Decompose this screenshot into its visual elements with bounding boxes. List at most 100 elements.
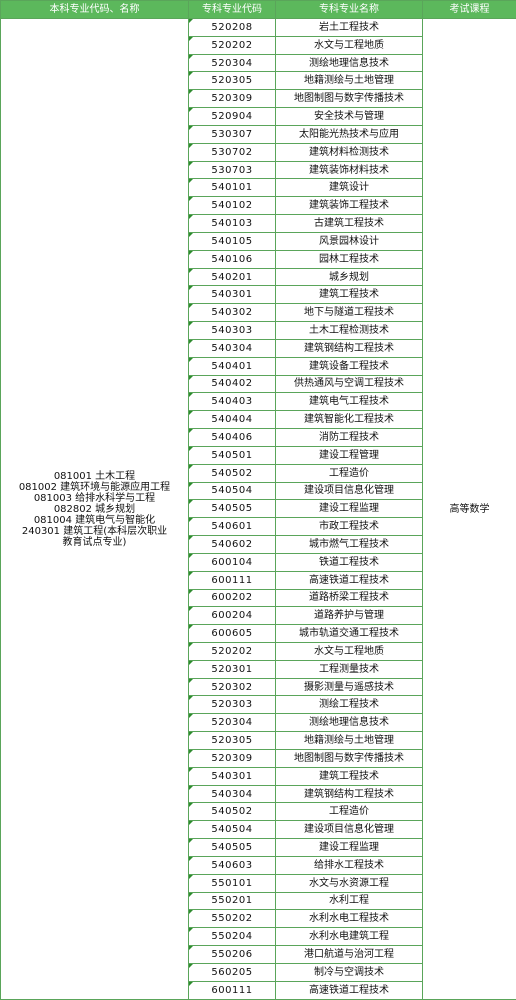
college-code-cell: 540602 (188, 535, 276, 554)
college-name-cell: 水文与水资源工程 (275, 873, 423, 893)
undergraduate-major-line: 082802 城乡规划 (53, 503, 136, 515)
college-code-cell: 600204 (188, 606, 276, 626)
college-name-cell: 水文与工程地质 (275, 35, 423, 55)
college-code-cell: 540106 (188, 249, 276, 269)
college-code-cell: 540505 (188, 499, 276, 519)
college-code-cell: 540301 (188, 766, 276, 786)
college-code-cell: 520309 (188, 748, 276, 768)
college-code-cell: 520305 (188, 71, 276, 91)
college-name-cell: 市政工程技术 (275, 517, 423, 537)
college-name-cell: 风景园林设计 (275, 231, 423, 251)
college-name-cell: 水利工程 (275, 891, 423, 911)
college-code-cell: 540302 (188, 303, 276, 323)
college-name-cell: 建筑装饰工程技术 (275, 196, 423, 216)
college-code-cell: 530307 (188, 124, 276, 144)
college-code-cell: 540406 (188, 428, 276, 447)
college-code-cell: 540201 (188, 267, 276, 287)
college-name-cell: 建筑钢结构工程技术 (275, 338, 423, 358)
college-name-cell: 建筑工程技术 (275, 285, 423, 305)
college-name-cell: 建筑材料检测技术 (275, 142, 423, 162)
college-name-cell: 古建筑工程技术 (275, 214, 423, 233)
college-code-cell: 520304 (188, 53, 276, 73)
undergraduate-major-line: 081002 建筑环境与能源应用工程 (18, 481, 171, 493)
college-code-cell: 520904 (188, 107, 276, 126)
college-code-cell: 540504 (188, 481, 276, 501)
college-code-cell: 520202 (188, 641, 276, 661)
college-code-cell: 550202 (188, 909, 276, 929)
college-name-cell: 水文与工程地质 (275, 641, 423, 661)
college-code-cell: 540504 (188, 820, 276, 840)
undergraduate-major-line: 081003 给排水科学与工程 (33, 492, 156, 504)
college-code-cell: 540601 (188, 517, 276, 537)
college-name-cell: 太阳能光热技术与应用 (275, 124, 423, 144)
college-code-cell: 550206 (188, 945, 276, 964)
header-exam-course: 考试课程 (422, 0, 516, 19)
college-code-cell: 600104 (188, 552, 276, 572)
college-name-cell: 高速铁道工程技术 (275, 980, 423, 1000)
college-name-cell: 土木工程检测技术 (275, 321, 423, 340)
college-name-cell: 测绘工程技术 (275, 695, 423, 715)
college-name-cell: 水利水电建筑工程 (275, 927, 423, 947)
header-row: 本科专业代码、名称 专科专业代码 专科专业名称 考试课程 (0, 0, 516, 19)
college-name-cell: 城市燃气工程技术 (275, 535, 423, 554)
college-code-cell: 530703 (188, 160, 276, 180)
college-code-cell: 540603 (188, 855, 276, 875)
college-name-cell: 地籍测绘与土地管理 (275, 731, 423, 750)
college-name-cell: 道路养护与管理 (275, 606, 423, 626)
undergraduate-major-line: 081001 土木工程 (53, 470, 136, 482)
college-code-cell: 540401 (188, 356, 276, 376)
college-name-cell: 消防工程技术 (275, 428, 423, 447)
college-code-cell: 550204 (188, 927, 276, 947)
college-code-cell: 520304 (188, 713, 276, 733)
college-name-cell: 园林工程技术 (275, 249, 423, 269)
college-name-cell: 建设工程监理 (275, 838, 423, 857)
college-name-cell: 建筑设备工程技术 (275, 356, 423, 376)
college-name-cell: 建筑设计 (275, 178, 423, 198)
exam-course-cell: 高等数学 (422, 18, 516, 1000)
college-code-cell: 550201 (188, 891, 276, 911)
college-name-cell: 建筑电气工程技术 (275, 392, 423, 412)
college-code-cell: 540304 (188, 784, 276, 804)
college-code-cell: 600605 (188, 624, 276, 643)
college-code-cell: 520309 (188, 89, 276, 109)
college-name-cell: 建筑装饰材料技术 (275, 160, 423, 180)
college-code-cell: 540502 (188, 802, 276, 822)
college-code-cell: 600202 (188, 588, 276, 608)
college-code-cell: 540103 (188, 214, 276, 233)
college-code-cell: 540102 (188, 196, 276, 216)
college-name-cell: 建筑工程技术 (275, 766, 423, 786)
college-name-cell: 给排水工程技术 (275, 855, 423, 875)
header-college-name: 专科专业名称 (275, 0, 423, 19)
college-code-cell: 530702 (188, 142, 276, 162)
college-code-cell: 520301 (188, 659, 276, 679)
college-code-cell: 540403 (188, 392, 276, 412)
college-code-cell: 520303 (188, 695, 276, 715)
college-name-cell: 建设项目信息化管理 (275, 820, 423, 840)
college-code-cell: 540303 (188, 321, 276, 340)
college-code-cell: 540301 (188, 285, 276, 305)
college-code-cell: 540101 (188, 178, 276, 198)
college-name-cell: 地下与隧道工程技术 (275, 303, 423, 323)
